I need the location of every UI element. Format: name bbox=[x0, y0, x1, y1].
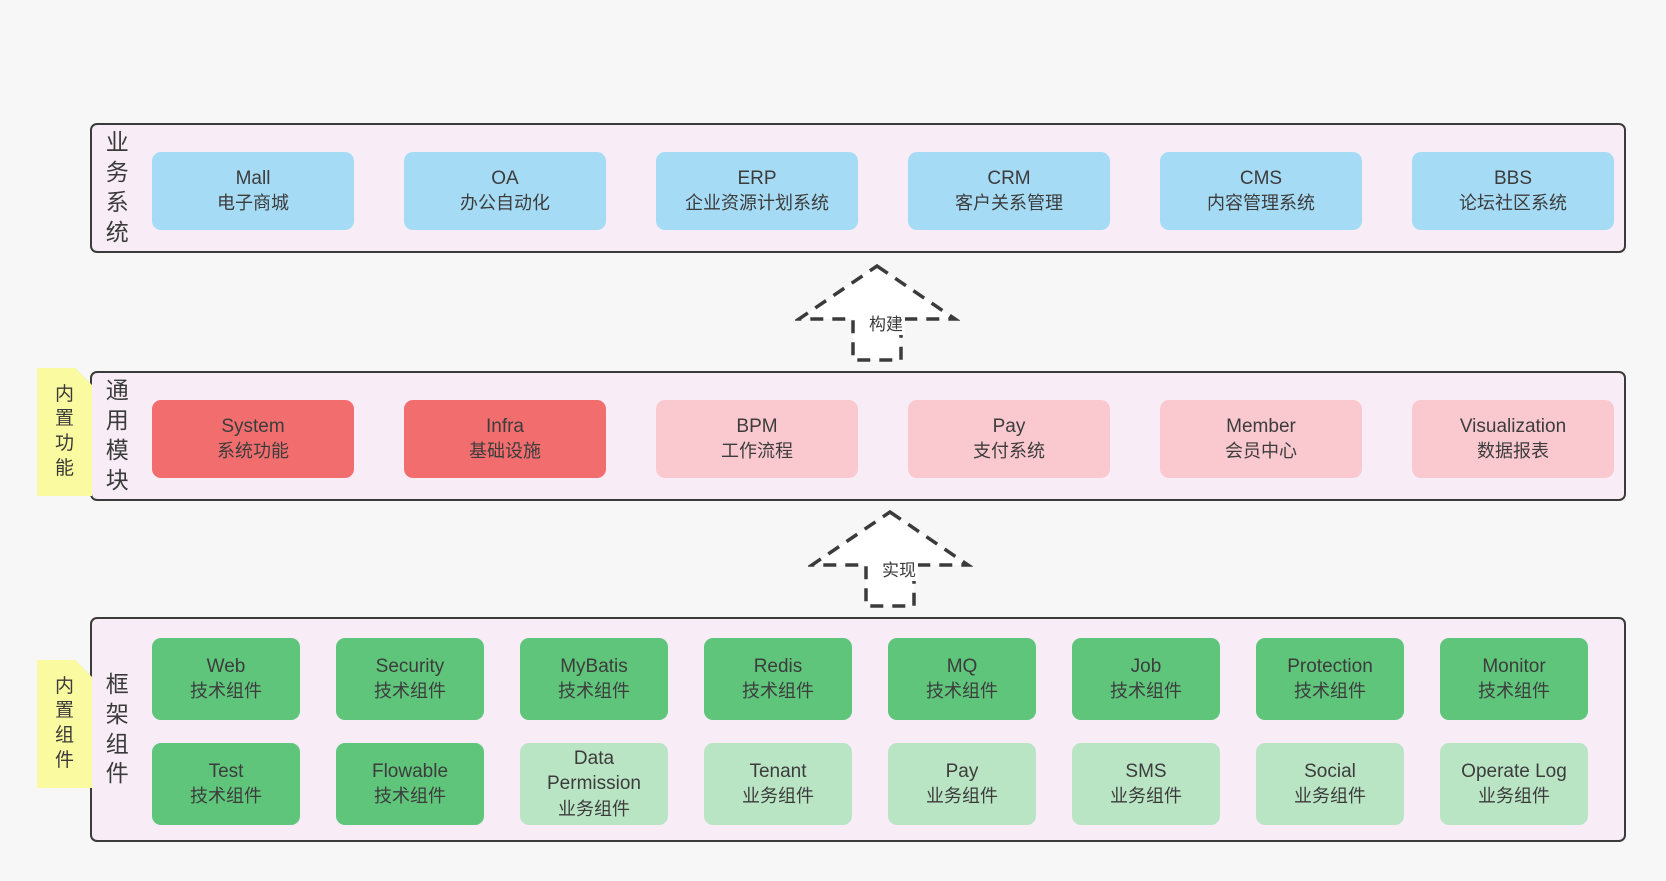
sticky-note-built-in-features: 内置功能 bbox=[37, 368, 92, 496]
box-pay-module: Pay 支付系统 bbox=[908, 400, 1110, 478]
box-cms: CMS 内容管理系统 bbox=[1160, 152, 1362, 230]
box-social: Social 业务组件 bbox=[1256, 743, 1404, 825]
box-visualization: Visualization 数据报表 bbox=[1412, 400, 1614, 478]
box-infra: Infra 基础设施 bbox=[404, 400, 606, 478]
box-tenant: Tenant 业务组件 bbox=[704, 743, 852, 825]
box-data-permission: Data Permission 业务组件 bbox=[520, 743, 668, 825]
box-bpm: BPM 工作流程 bbox=[656, 400, 858, 478]
framework-components-row-1: Web 技术组件 Security 技术组件 MyBatis 技术组件 Redi… bbox=[152, 638, 1588, 720]
box-mq: MQ 技术组件 bbox=[888, 638, 1036, 720]
band-common-modules-label: 通用模块 bbox=[105, 377, 129, 493]
box-monitor: Monitor 技术组件 bbox=[1440, 638, 1588, 720]
band-business-systems: 业务系统 Mall 电子商城 OA 办公自动化 ERP 企业资源计划系统 CRM… bbox=[90, 123, 1626, 253]
arrow-build: 构建 bbox=[795, 262, 960, 364]
box-pay-component: Pay 业务组件 bbox=[888, 743, 1036, 825]
box-mall: Mall 电子商城 bbox=[152, 152, 354, 230]
box-security: Security 技术组件 bbox=[336, 638, 484, 720]
box-sms: SMS 业务组件 bbox=[1072, 743, 1220, 825]
arrow-build-label: 构建 bbox=[867, 310, 905, 335]
band-business-systems-label: 业务系统 bbox=[105, 129, 129, 245]
box-oa: OA 办公自动化 bbox=[404, 152, 606, 230]
box-web: Web 技术组件 bbox=[152, 638, 300, 720]
band-common-modules: 通用模块 System 系统功能 Infra 基础设施 BPM 工作流程 Pay… bbox=[90, 371, 1626, 501]
box-test: Test 技术组件 bbox=[152, 743, 300, 825]
band-framework-components: 框架组件 Web 技术组件 Security 技术组件 MyBatis 技术组件… bbox=[90, 617, 1626, 842]
box-mybatis: MyBatis 技术组件 bbox=[520, 638, 668, 720]
box-system: System 系统功能 bbox=[152, 400, 354, 478]
sticky-note-built-in-components: 内置组件 bbox=[37, 660, 92, 788]
box-member: Member 会员中心 bbox=[1160, 400, 1362, 478]
box-flowable: Flowable 技术组件 bbox=[336, 743, 484, 825]
box-crm: CRM 客户关系管理 bbox=[908, 152, 1110, 230]
arrow-implement: 实现 bbox=[808, 508, 973, 610]
box-operate-log: Operate Log 业务组件 bbox=[1440, 743, 1588, 825]
box-erp: ERP 企业资源计划系统 bbox=[656, 152, 858, 230]
box-job: Job 技术组件 bbox=[1072, 638, 1220, 720]
business-systems-row: Mall 电子商城 OA 办公自动化 ERP 企业资源计划系统 CRM 客户关系… bbox=[152, 152, 1614, 230]
framework-components-row-2: Test 技术组件 Flowable 技术组件 Data Permission … bbox=[152, 743, 1588, 825]
box-protection: Protection 技术组件 bbox=[1256, 638, 1404, 720]
band-framework-components-label: 框架组件 bbox=[105, 670, 129, 787]
arrow-implement-label: 实现 bbox=[880, 556, 918, 581]
common-modules-row: System 系统功能 Infra 基础设施 BPM 工作流程 Pay 支付系统… bbox=[152, 400, 1614, 478]
box-redis: Redis 技术组件 bbox=[704, 638, 852, 720]
box-bbs: BBS 论坛社区系统 bbox=[1412, 152, 1614, 230]
